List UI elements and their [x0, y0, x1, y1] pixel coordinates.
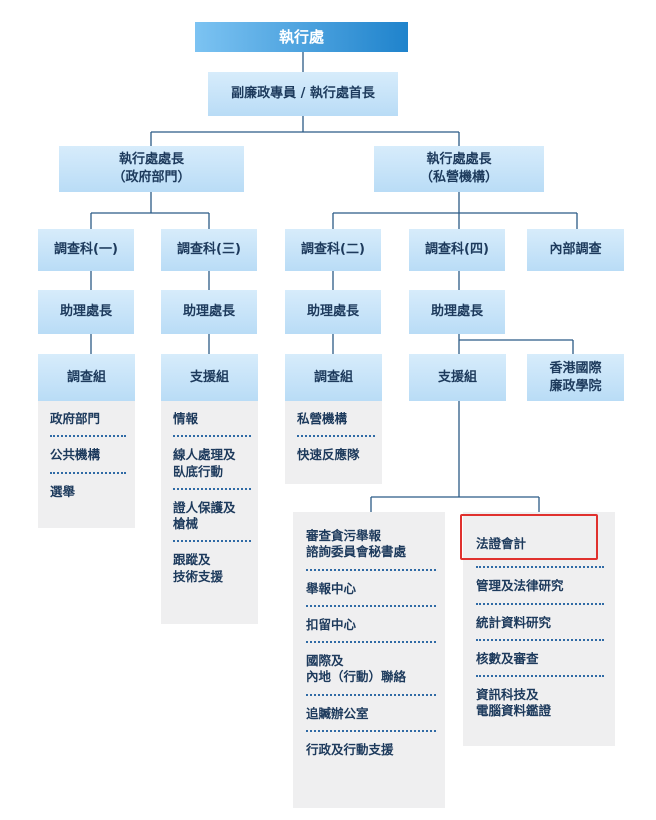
investigation-group-2-title: 調查組 — [285, 354, 382, 401]
investigation-group-1-panel: 調查組 政府部門 公共機構 選舉 — [38, 354, 135, 528]
list-item: 扣留中心 — [306, 604, 436, 641]
list-item: 國際及 內地（行動）聯絡 — [306, 641, 436, 694]
list-item: 私營機構 — [297, 411, 348, 426]
investigation-group-1-title: 調查組 — [38, 354, 135, 401]
list-item: 追贓辦公室 — [306, 693, 436, 730]
support-units-left-panel: 審查貪污舉報 諮詢委員會秘書處 舉報中心 扣留中心 國際及 內地（行動）聯絡 追… — [293, 512, 445, 808]
investigation-branch-1: 調查科(一) — [38, 229, 134, 271]
director-public-box: 執行處處長 （政府部門） — [59, 146, 244, 192]
academy-box: 香港國際 廉政學院 — [527, 354, 624, 401]
list-item: 資訊科技及 電腦資料鑑證 — [476, 675, 604, 728]
deputy-commissioner-box: 副廉政專員 / 執行處首長 — [208, 72, 398, 116]
list-item: 統計資料研究 — [476, 602, 604, 639]
internal-investigation-box: 內部調查 — [527, 229, 624, 271]
list-item: 法證會計 — [476, 536, 527, 551]
investigation-branch-2: 調查科(二) — [285, 229, 381, 271]
investigation-group-2-panel: 調查組 私營機構 快速反應隊 — [285, 354, 382, 484]
director-private-box: 執行處處長 （私營機構） — [374, 146, 544, 192]
investigation-branch-4: 調查科(四) — [409, 229, 505, 271]
support-group-3-panel: 支援組 情報 線人處理及 臥底行動 證人保護及 槍械 跟蹤及 技術支援 — [161, 354, 258, 624]
list-item: 政府部門 — [50, 411, 101, 426]
list-item: 舉報中心 — [306, 568, 436, 605]
assistant-director-4: 助理處長 — [409, 290, 505, 334]
list-item: 情報 — [173, 411, 199, 426]
assistant-director-3: 助理處長 — [161, 290, 257, 334]
list-item: 審查貪污舉報 諮詢委員會秘書處 — [306, 528, 407, 560]
support-group-3-title: 支援組 — [161, 354, 258, 401]
support-group-4-title: 支援組 — [409, 354, 506, 401]
assistant-director-1: 助理處長 — [38, 290, 134, 334]
list-item: 證人保護及 槍械 — [173, 487, 251, 541]
list-item: 行政及行動支援 — [306, 729, 436, 766]
support-units-right-panel: 法證會計 管理及法律研究 統計資料研究 核數及審查 資訊科技及 電腦資料鑑證 — [463, 512, 615, 746]
list-item: 跟蹤及 技術支援 — [173, 540, 251, 593]
list-item: 管理及法律研究 — [476, 566, 604, 602]
list-item: 快速反應隊 — [297, 435, 375, 471]
assistant-director-2: 助理處長 — [285, 290, 381, 334]
highlight-frame — [460, 514, 598, 560]
list-item: 選舉 — [50, 471, 126, 508]
enforcement-branch-title: 執行處 — [195, 22, 408, 52]
list-item: 核數及審查 — [476, 638, 604, 675]
list-item: 公共機構 — [50, 435, 126, 471]
investigation-branch-3: 調查科(三) — [161, 229, 257, 271]
list-item: 線人處理及 臥底行動 — [173, 435, 251, 488]
